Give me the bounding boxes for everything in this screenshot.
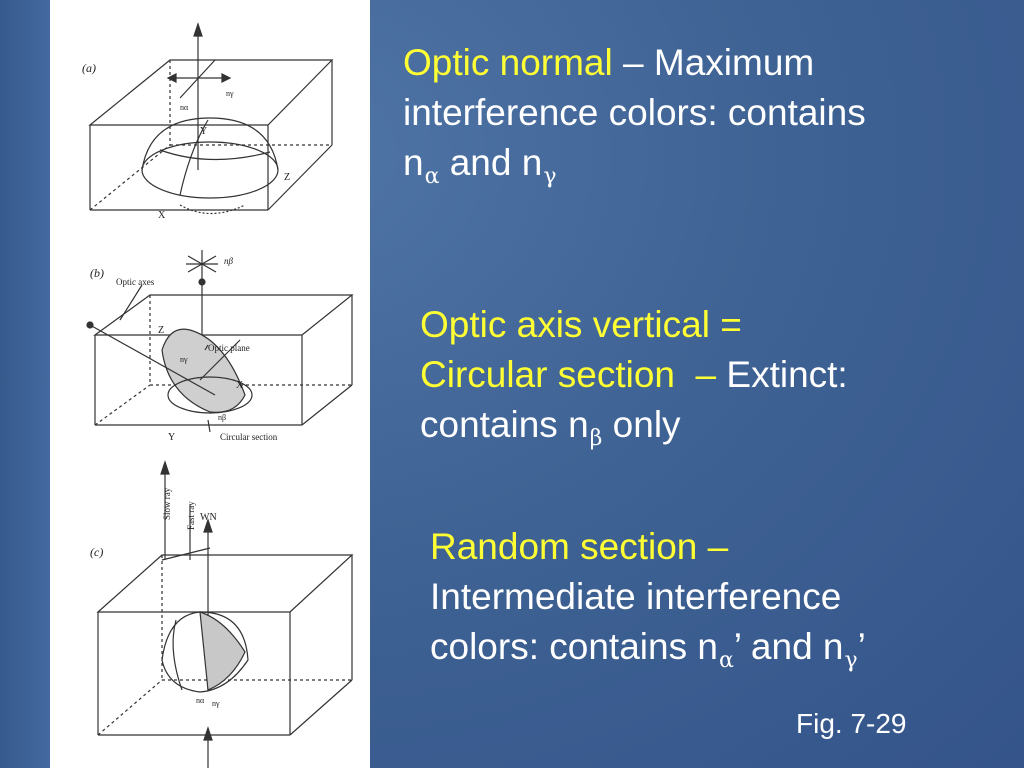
circular-section-heading: Circular section –	[420, 354, 717, 395]
block3-sub-gamma: γ	[844, 648, 858, 673]
block1-and: and	[439, 142, 522, 183]
block2-line3: contains nβ only	[420, 400, 848, 456]
block3-line3: colors: contains nα’ and nγ’	[430, 622, 866, 678]
figure-panel: (a) Y Z X nγ nα (b) Optic axes nβ Z Opti…	[50, 0, 370, 768]
panel-b-y-label: Y	[168, 432, 175, 443]
panel-b-drawing	[86, 250, 354, 433]
panel-b-x-label: X	[236, 380, 244, 391]
block2-line3a: contains n	[420, 404, 589, 445]
panel-a-drawing	[88, 22, 334, 214]
panel-a-x-label: X	[158, 210, 166, 221]
block3-end: ’	[857, 626, 866, 667]
block1-line1-rest: Maximum	[653, 42, 815, 83]
panel-c-wn-label: WN	[200, 512, 217, 523]
panel-b-label: (b)	[90, 266, 104, 280]
panel-c-n-alpha: nα	[196, 696, 205, 705]
panel-b-z-label: Z	[158, 325, 164, 336]
random-section-heading: Random section –	[430, 526, 729, 567]
panel-b-n-gamma: nγ	[180, 355, 188, 364]
block3-line3a: colors: contains n	[430, 626, 718, 667]
panel-a-y-label: Y	[200, 126, 207, 137]
panel-c-fast-ray: Fast ray	[186, 501, 196, 530]
panel-c-n-gamma: nγ	[212, 699, 220, 708]
panel-b-circular-section: Circular section	[220, 432, 278, 442]
block3-mid: ’ and n	[733, 626, 844, 667]
block1-line3: nα and nγ	[403, 138, 866, 194]
block2-line3b: only	[602, 404, 681, 445]
figure-caption: Fig. 7-29	[796, 708, 907, 739]
optics-figure: (a) Y Z X nγ nα (b) Optic axes nβ Z Opti…	[82, 22, 354, 768]
text-block-optic-normal: Optic normal – Maximum interference colo…	[403, 38, 866, 194]
block1-sub-gamma: γ	[543, 164, 557, 189]
block3-line2: Intermediate interference	[430, 576, 842, 617]
panel-a-label: (a)	[82, 61, 96, 75]
panel-b-optic-axes: Optic axes	[116, 277, 155, 287]
panel-a-n-gamma: nγ	[226, 89, 234, 98]
text-block-random-section: Random section – Intermediate interferen…	[430, 522, 866, 678]
panel-b-optic-plane: Optic plane	[208, 343, 250, 353]
panel-c-drawing	[96, 460, 354, 768]
block1-sub-alpha: α	[424, 164, 440, 189]
panel-b-n-beta-bottom: nβ	[218, 413, 226, 422]
block1-n2: n	[521, 142, 543, 183]
block3-sub-alpha: α	[718, 648, 734, 673]
block1-line1: Optic normal – Maximum	[403, 38, 866, 88]
panel-a-n-alpha: nα	[180, 103, 189, 112]
block2-line1: Optic axis vertical =	[420, 304, 742, 345]
block2-sub-beta: β	[589, 426, 603, 451]
optic-normal-heading: Optic normal	[403, 42, 613, 83]
panel-b-n-beta-top: nβ	[224, 256, 234, 266]
left-stripe	[0, 0, 50, 768]
text-block-optic-axis: Optic axis vertical = Circular section –…	[420, 300, 848, 456]
block1-line2: interference colors: contains	[403, 92, 866, 133]
panel-a-z-label: Z	[284, 172, 290, 183]
block1-n1: n	[403, 142, 424, 183]
block2-line2: Circular section – Extinct:	[420, 350, 848, 400]
panel-c-label: (c)	[90, 545, 103, 559]
panel-c-slow-ray: Slow ray	[162, 487, 172, 520]
block2-line2-rest: Extinct:	[716, 354, 848, 395]
block1-dash: –	[612, 42, 654, 83]
